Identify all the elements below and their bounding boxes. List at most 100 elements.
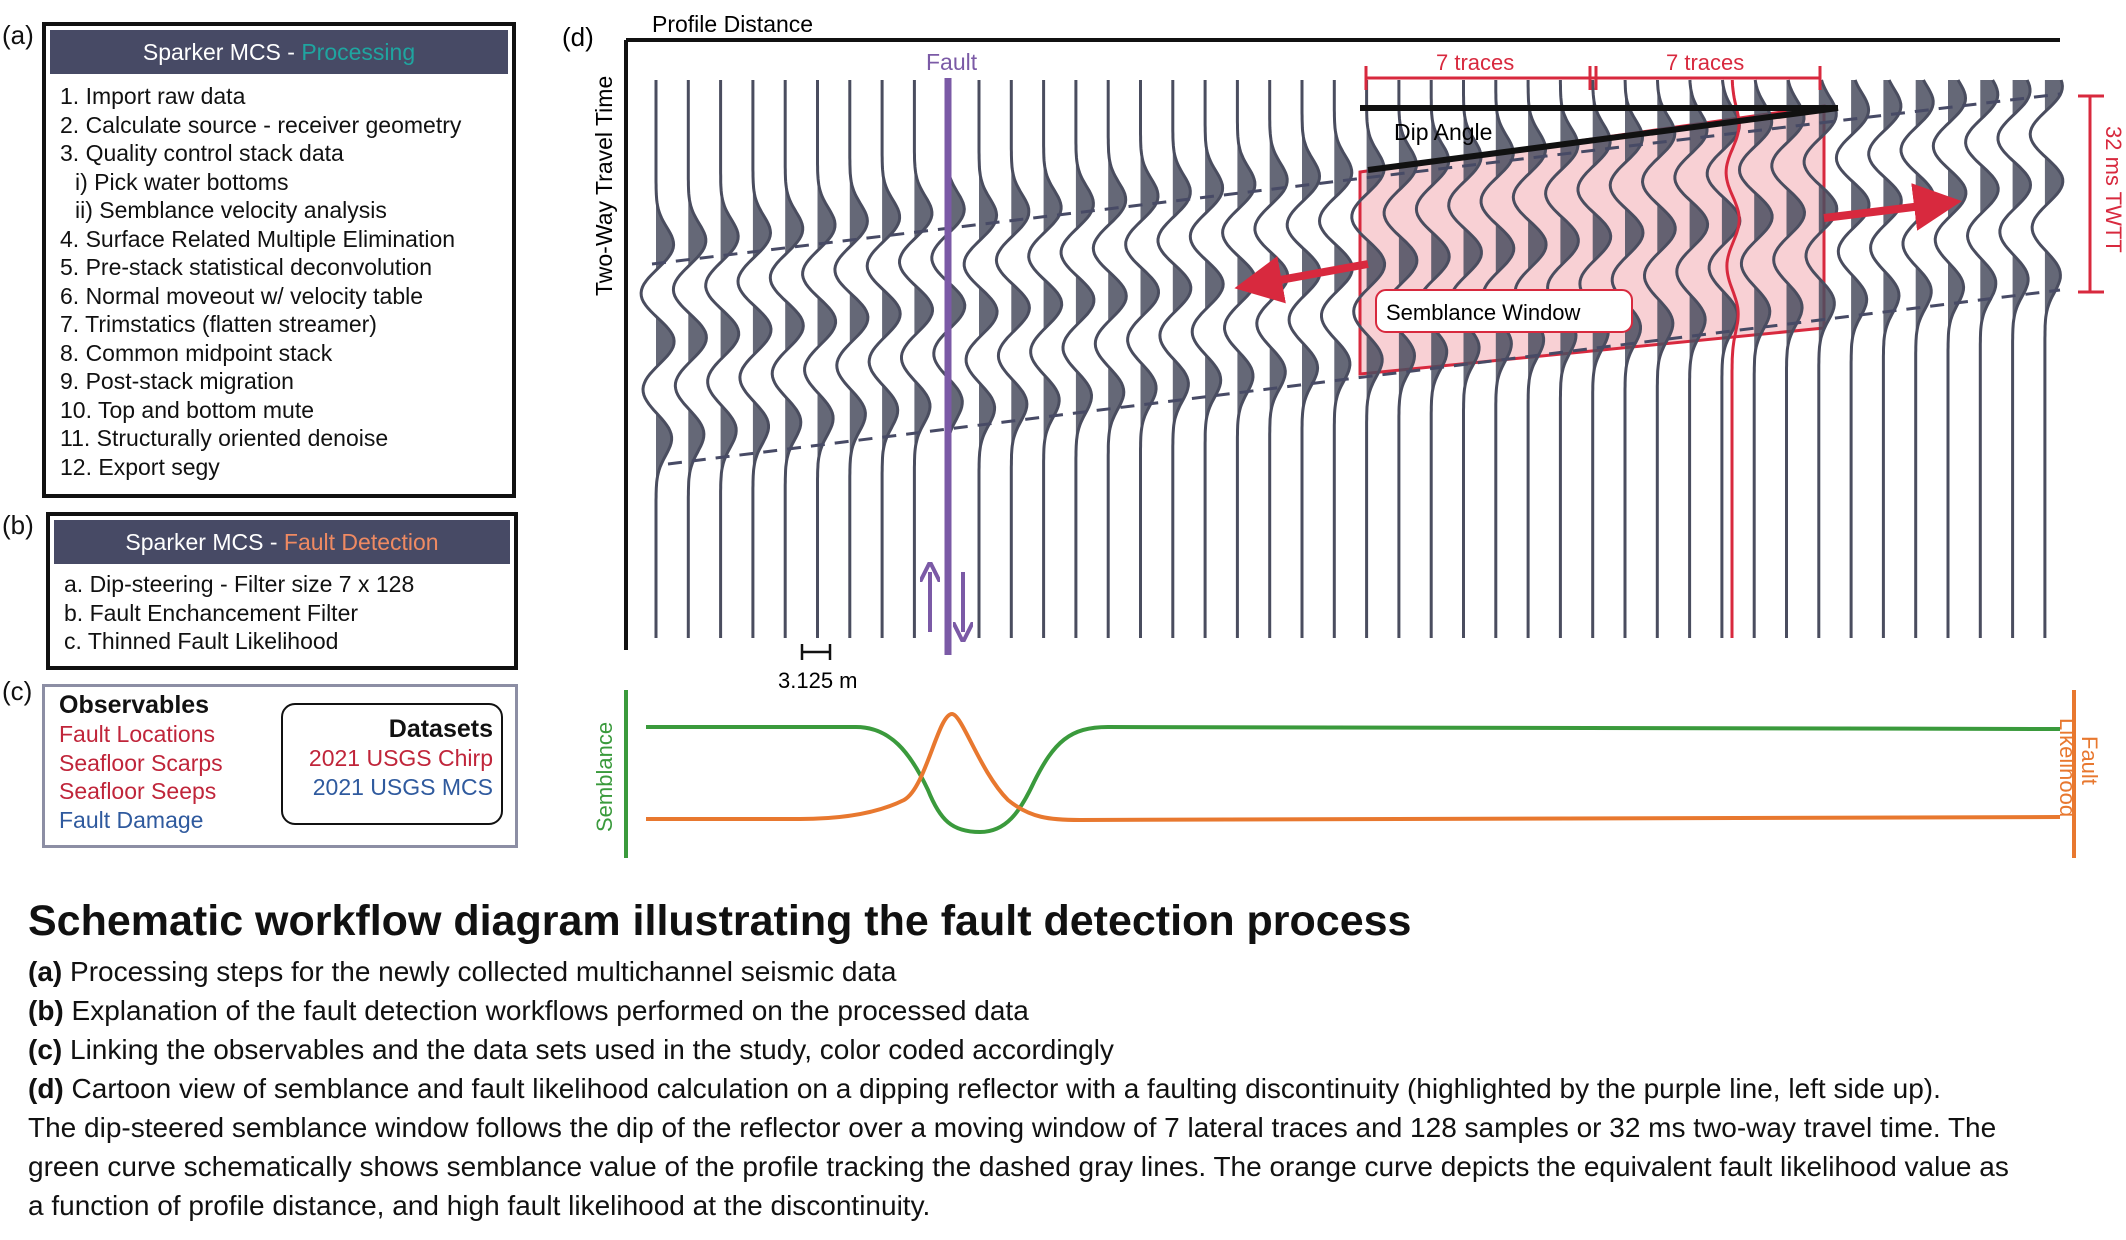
seismic-trace-fill bbox=[1528, 80, 1547, 640]
fault-label: Fault bbox=[926, 49, 978, 75]
dataset-item-2: 2021 USGS MCS bbox=[312, 773, 493, 800]
fault-detection-step-2: b. Fault Enchancement Filter bbox=[64, 599, 359, 626]
processing-panel: Sparker MCS - Processing 1. Import raw d… bbox=[42, 22, 516, 498]
seismic-trace bbox=[1834, 79, 1871, 638]
processing-step-7: 5. Pre-stack statistical deconvolution bbox=[60, 254, 433, 280]
processing-step-1: 1. Import raw data bbox=[60, 83, 246, 109]
seismic-trace bbox=[801, 80, 838, 638]
seismic-trace bbox=[994, 80, 1031, 638]
processing-step-5: ii) Semblance velocity analysis bbox=[75, 197, 387, 223]
seismic-trace-fill bbox=[1269, 80, 1288, 640]
processing-step-9: 7. Trimstatics (flatten streamer) bbox=[60, 311, 377, 337]
seismic-trace bbox=[1899, 79, 1936, 638]
seismic-trace-fill bbox=[1431, 80, 1450, 640]
seismic-trace-fill bbox=[1334, 80, 1353, 640]
processing-step-2: 2. Calculate source - receiver geometry bbox=[60, 111, 462, 138]
observable-item-2: Seafloor Scarps bbox=[59, 749, 223, 776]
twtt-label: 32 ms TWTT bbox=[2101, 126, 2126, 253]
seismic-trace-fill bbox=[1043, 80, 1062, 640]
seismic-trace bbox=[833, 80, 870, 638]
seismic-trace-fill bbox=[1915, 80, 1934, 640]
traces-bracket bbox=[1364, 66, 1822, 90]
seismic-trace-fill bbox=[1592, 80, 1611, 640]
reflector-bottom-dashed bbox=[667, 288, 2061, 466]
fault-likelihood-label-1: Fault bbox=[2077, 736, 2102, 785]
seismic-trace-fill bbox=[720, 80, 739, 640]
seismic-trace-fill bbox=[1463, 80, 1482, 640]
seismic-trace-fill bbox=[1883, 80, 1902, 640]
processing-title-highlight: Processing bbox=[301, 39, 416, 65]
seismic-trace bbox=[865, 80, 902, 638]
seismic-trace-fill bbox=[1140, 80, 1159, 640]
seismic-trace-fill bbox=[1302, 80, 1321, 640]
seismic-trace-fill bbox=[979, 80, 998, 640]
twtt-bracket bbox=[2078, 94, 2104, 294]
observables-title: Observables bbox=[59, 691, 210, 719]
panel-label-a: (a) bbox=[2, 20, 34, 50]
observable-item-3: Seafloor Seeps bbox=[59, 778, 217, 804]
seismic-trace-fill bbox=[2044, 80, 2063, 640]
processing-step-6: 4. Surface Related Multiple Elimination bbox=[60, 225, 456, 252]
caption-line4: a function of profile distance, and high… bbox=[28, 1190, 931, 1221]
scale-bar bbox=[800, 644, 832, 660]
seismic-trace-fill bbox=[1075, 80, 1094, 640]
fault-detection-panel: Sparker MCS - Fault Detection a. Dip-ste… bbox=[46, 512, 518, 670]
seismic-trace-fill bbox=[1657, 80, 1676, 640]
traces-left-label: 7 traces bbox=[1436, 50, 1514, 75]
semblance-label: Semblance bbox=[592, 722, 617, 832]
fault-likelihood-label-2: Likelihood bbox=[2055, 718, 2080, 817]
processing-step-8: 6. Normal moveout w/ velocity table bbox=[60, 282, 424, 309]
semblance-window-label: Semblance Window bbox=[1386, 300, 1581, 325]
seismic-trace-fill bbox=[914, 80, 933, 640]
fault-detection-diagram: (d) Profile Distance Two-Way Travel Time… bbox=[562, 11, 2126, 858]
caption-d: (d) Cartoon view of semblance and fault … bbox=[28, 1073, 1941, 1104]
processing-step-13: 11. Structurally oriented denoise bbox=[60, 425, 389, 451]
processing-step-14: 12. Export segy bbox=[60, 453, 220, 480]
fault-detection-title-highlight: Fault Detection bbox=[283, 529, 439, 555]
seismic-trace-fill bbox=[1011, 80, 1030, 640]
processing-step-3: 3. Quality control stack data bbox=[60, 140, 344, 166]
semblance-curve bbox=[646, 724, 2061, 835]
datasets-title: Datasets bbox=[388, 715, 493, 743]
seismic-trace bbox=[736, 80, 773, 638]
fault-detection-step-1: a. Dip-steering - Filter size 7 x 128 bbox=[64, 571, 415, 597]
seismic-trace-fill bbox=[1366, 80, 1385, 640]
seismic-trace-fill bbox=[1948, 80, 1966, 640]
profile-distance-label: Profile Distance bbox=[652, 11, 813, 37]
seismic-trace-fill bbox=[752, 80, 771, 640]
dip-angle-line bbox=[1367, 105, 1839, 173]
caption-c: (c) Linking the observables and the data… bbox=[28, 1034, 1114, 1065]
window-arrow-right bbox=[1823, 183, 1962, 231]
seismic-trace-fill bbox=[1625, 80, 1643, 640]
seismic-trace bbox=[962, 80, 999, 638]
dip-angle-label: Dip Angle bbox=[1394, 119, 1492, 145]
processing-step-4: i) Pick water bottoms bbox=[75, 168, 289, 195]
panel-label-d: (d) bbox=[562, 22, 594, 52]
seismic-trace-fill bbox=[688, 80, 707, 640]
seismic-trace-fill bbox=[849, 80, 868, 640]
window-arrow-left bbox=[1234, 256, 1369, 304]
seismic-trace-fill bbox=[1560, 80, 1579, 640]
scale-label: 3.125 m bbox=[778, 668, 858, 693]
caption-b: (b) Explanation of the fault detection w… bbox=[28, 995, 1029, 1026]
fault-likelihood-curve bbox=[646, 711, 2061, 823]
seismic-trace-fill bbox=[1398, 80, 1417, 640]
caption-body: (a) Processing steps for the newly colle… bbox=[28, 952, 2118, 1225]
seismic-trace bbox=[1027, 80, 1064, 638]
seismic-trace-fill bbox=[1754, 80, 1773, 640]
seismic-trace-fill bbox=[1818, 80, 1837, 640]
seismic-trace bbox=[768, 80, 805, 638]
caption-line3: green curve schematically shows semblanc… bbox=[28, 1151, 2009, 1182]
processing-step-11: 9. Post-stack migration bbox=[60, 368, 294, 394]
caption-line2: The dip-steered semblance window follows… bbox=[28, 1112, 1997, 1143]
seismic-trace bbox=[897, 80, 935, 638]
seismic-trace-fill bbox=[656, 80, 675, 640]
seismic-traces bbox=[639, 79, 2065, 640]
panel-label-b: (b) bbox=[2, 510, 34, 540]
seismic-trace-fill bbox=[785, 80, 804, 640]
